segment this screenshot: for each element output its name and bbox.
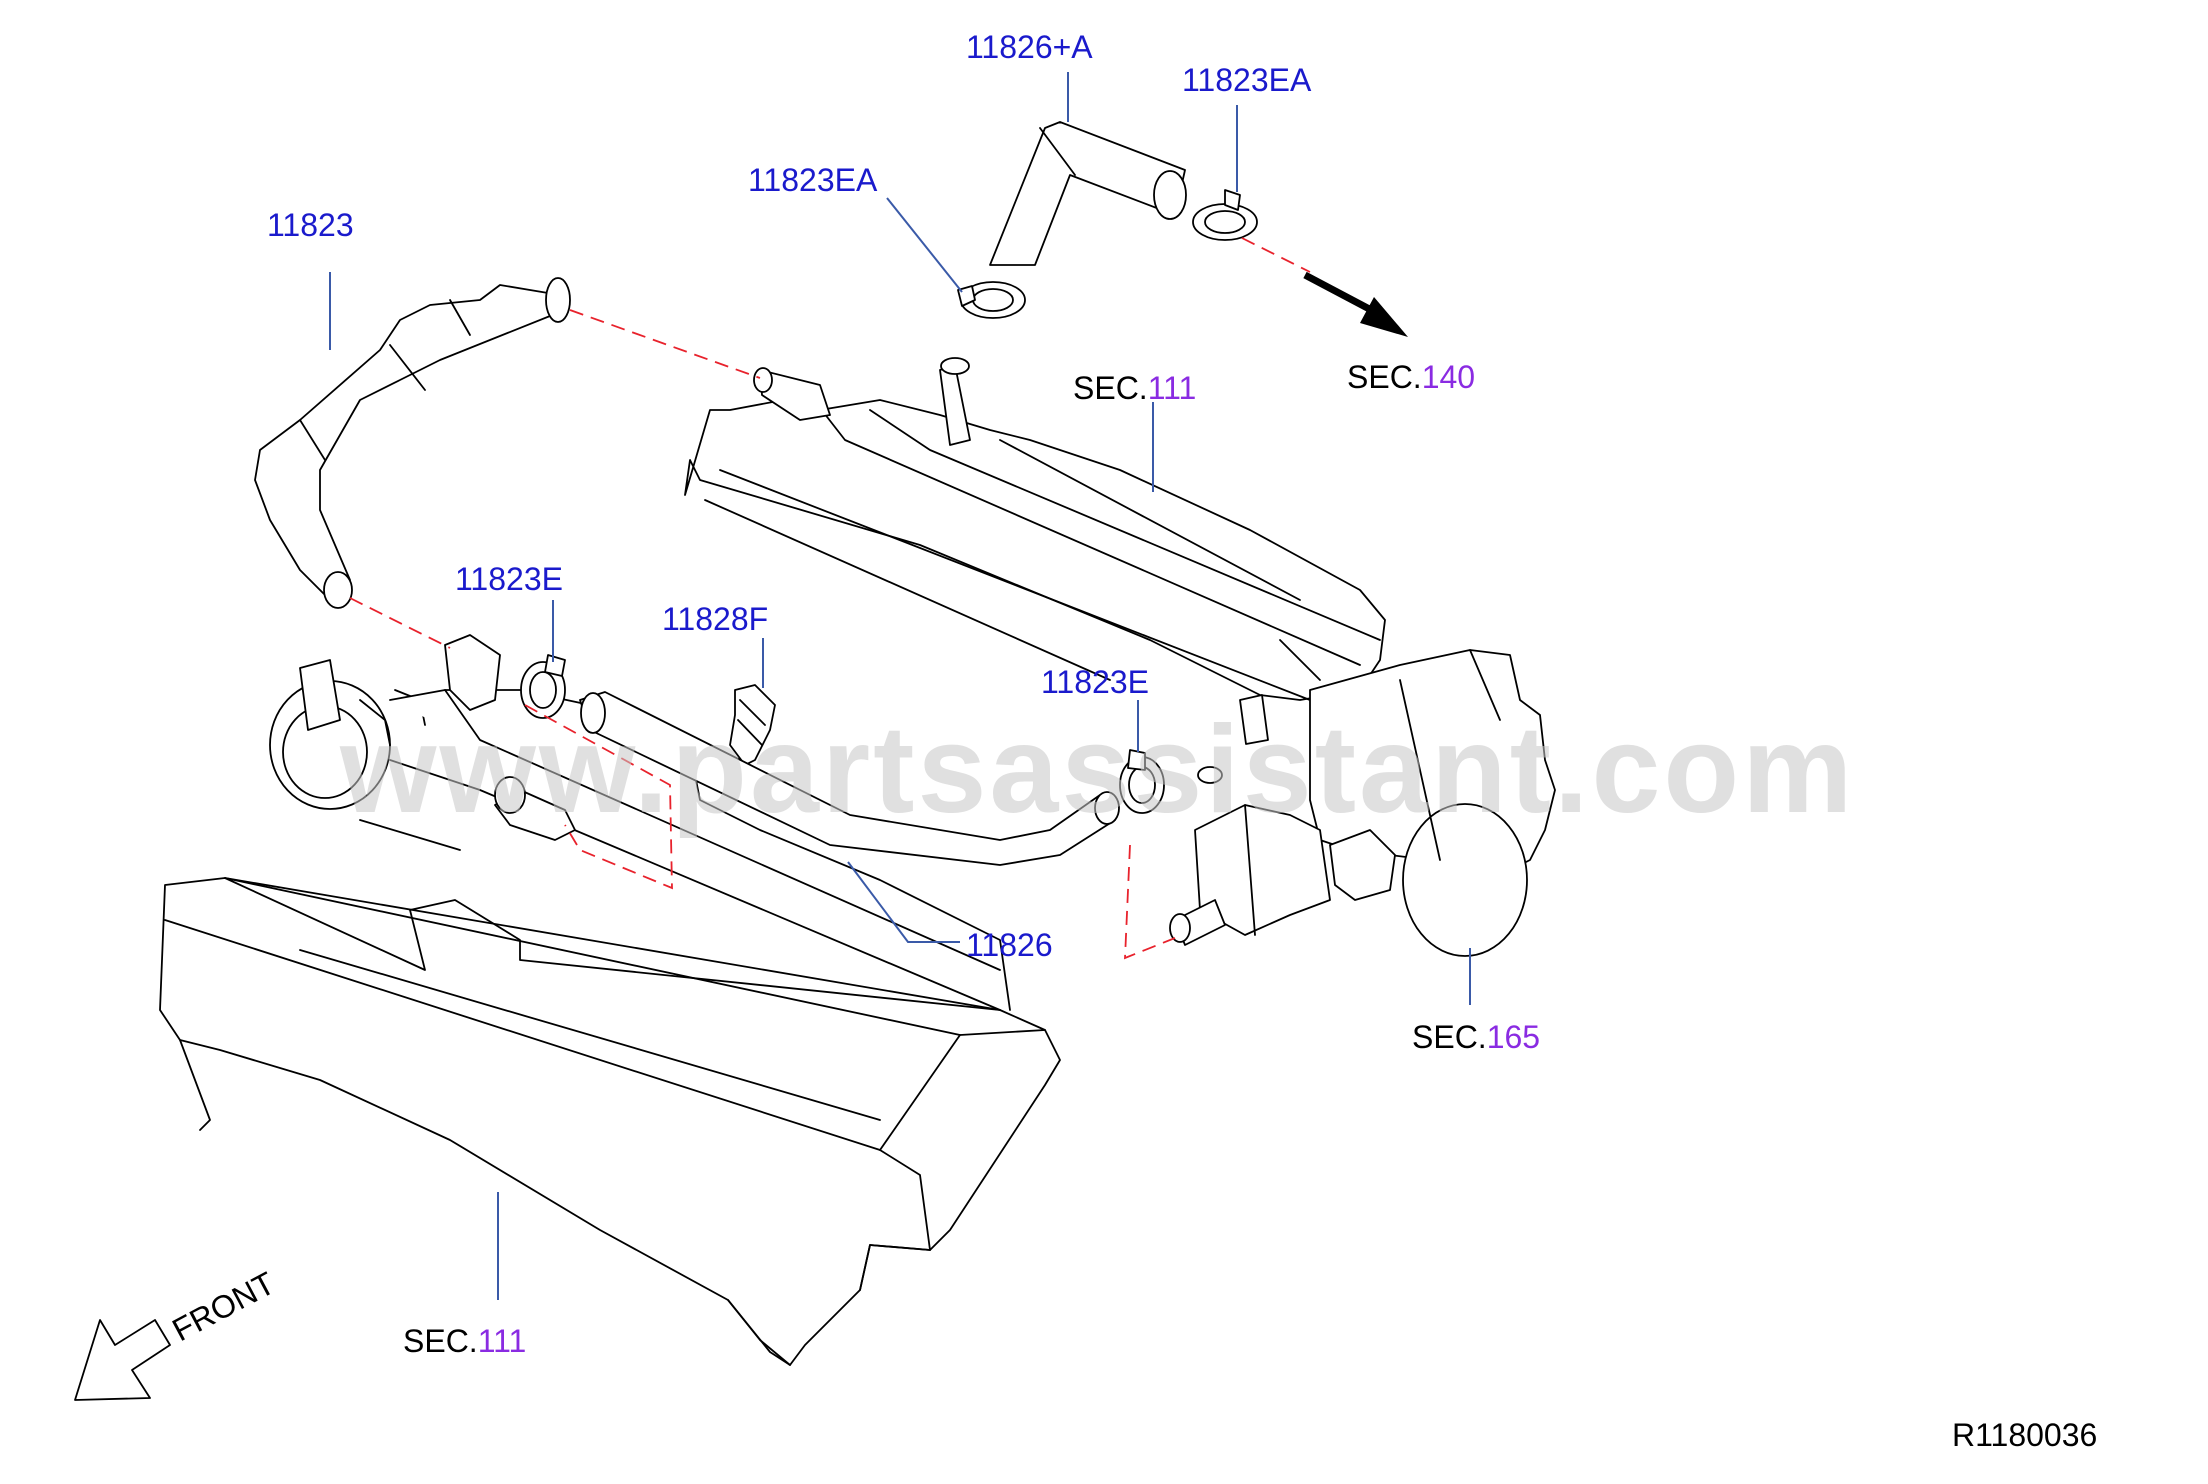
label-sec-165: SEC.165 — [1412, 1019, 1540, 1055]
hose-11826 — [579, 691, 1120, 866]
front-label: FRONT — [166, 1265, 280, 1349]
clamp-11823e-right — [1119, 749, 1165, 814]
lower-rocker-cover — [159, 877, 1061, 1366]
sec-140-prefix: SEC. — [1347, 359, 1422, 395]
watermark-text: www.partsassistant.com — [339, 701, 1855, 839]
sec-165-number: 165 — [1487, 1019, 1540, 1055]
label-sec-140: SEC.140 — [1347, 359, 1475, 395]
clamp-11823e-left — [520, 654, 566, 719]
hose-11823 — [254, 277, 571, 609]
clamp-11823ea-left — [957, 281, 1026, 319]
front-arrow-icon — [74, 1319, 171, 1401]
label-11826: 11826 — [966, 927, 1053, 963]
label-sec-111-lower: SEC.111 — [403, 1323, 526, 1359]
upper-rocker-cover — [684, 394, 1386, 701]
sec-111-upper-prefix: SEC. — [1073, 370, 1148, 406]
sec-140-number: 140 — [1422, 359, 1475, 395]
label-11823e-right: 11823E — [1041, 664, 1149, 700]
label-11823ea-left: 11823EA — [748, 162, 878, 198]
sec-111-lower-prefix: SEC. — [403, 1323, 478, 1359]
oil-filler-cap — [269, 659, 426, 810]
sec-165-prefix: SEC. — [1412, 1019, 1487, 1055]
clamp-11823ea-top — [1192, 189, 1258, 241]
hose-11826-plus-a — [989, 121, 1187, 266]
leader-lines — [329, 72, 1471, 1300]
sec-111-upper-number: 111 — [1148, 370, 1197, 406]
upper-pcv-nipple — [753, 357, 971, 446]
label-11823: 11823 — [267, 207, 354, 243]
connection-lines — [349, 237, 1311, 960]
throttle-body — [1169, 649, 1556, 957]
label-11828f: 11828F — [662, 601, 768, 637]
direction-arrow-icon — [1303, 271, 1408, 337]
label-11823ea-top: 11823EA — [1182, 62, 1312, 98]
label-11826-plus-a: 11826+A — [966, 29, 1093, 65]
lower-pcv-nipple — [444, 634, 576, 841]
sec-111-lower-number: 111 — [478, 1323, 527, 1359]
clip-11828f — [729, 684, 776, 766]
diagram-code: R1180036 — [1952, 1417, 2097, 1453]
label-11823e-left: 11823E — [455, 561, 563, 597]
label-sec-111-upper: SEC.111 — [1073, 370, 1196, 406]
